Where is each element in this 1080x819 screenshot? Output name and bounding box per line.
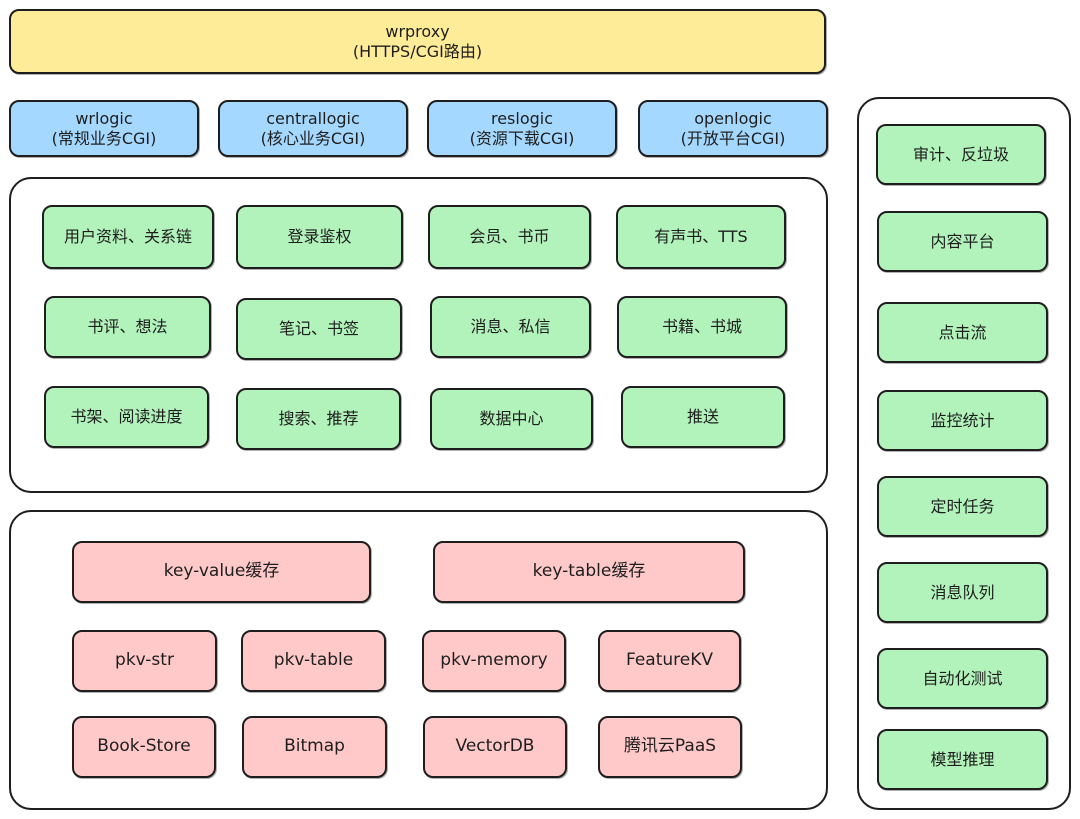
service-box: 登录鉴权 <box>236 205 403 269</box>
storage-box: pkv-table <box>241 630 386 692</box>
logic-box-openlogic: openlogic (开放平台CGI) <box>638 100 828 157</box>
logic-name: openlogic <box>694 108 772 128</box>
logic-desc: (核心业务CGI) <box>260 128 366 148</box>
side-box: 点击流 <box>877 302 1048 363</box>
storage-box: pkv-str <box>72 630 217 692</box>
storage-box: Bitmap <box>242 716 387 778</box>
service-box: 搜索、推荐 <box>236 388 401 450</box>
service-box: 笔记、书签 <box>236 298 402 360</box>
service-box: 数据中心 <box>430 388 593 450</box>
service-box: 推送 <box>621 386 785 448</box>
side-box: 模型推理 <box>877 729 1048 790</box>
service-box: 有声书、TTS <box>616 205 786 269</box>
side-box: 定时任务 <box>877 476 1048 537</box>
logic-box-wrlogic: wrlogic (常规业务CGI) <box>9 100 199 157</box>
side-box: 监控统计 <box>877 390 1048 451</box>
storage-main-box: key-value缓存 <box>72 541 371 603</box>
logic-box-reslogic: reslogic (资源下载CGI) <box>427 100 617 157</box>
logic-name: centrallogic <box>266 108 360 128</box>
side-box: 内容平台 <box>877 211 1048 272</box>
side-box: 审计、反垃圾 <box>876 124 1046 185</box>
logic-desc: (常规业务CGI) <box>51 128 157 148</box>
storage-box: Book-Store <box>72 716 216 778</box>
logic-desc: (资源下载CGI) <box>469 128 575 148</box>
logic-name: reslogic <box>490 108 554 128</box>
wrproxy-name: wrproxy <box>385 21 450 41</box>
storage-box: VectorDB <box>423 716 567 778</box>
storage-box: pkv-memory <box>422 630 566 692</box>
storage-box: FeatureKV <box>598 630 741 692</box>
service-box: 书架、阅读进度 <box>44 386 209 448</box>
side-box: 消息队列 <box>877 562 1048 623</box>
service-box: 用户资料、关系链 <box>42 205 214 269</box>
wrproxy-box: wrproxy (HTTPS/CGI路由) <box>9 9 826 74</box>
service-box: 会员、书币 <box>428 205 591 269</box>
logic-name: wrlogic <box>75 108 133 128</box>
service-box: 书籍、书城 <box>617 296 787 358</box>
service-box: 书评、想法 <box>44 296 211 358</box>
wrproxy-desc: (HTTPS/CGI路由) <box>352 41 483 61</box>
storage-main-box: key-table缓存 <box>433 541 745 603</box>
storage-box: 腾讯云PaaS <box>598 716 742 778</box>
side-box: 自动化测试 <box>877 648 1048 709</box>
logic-box-centrallogic: centrallogic (核心业务CGI) <box>218 100 408 157</box>
logic-desc: (开放平台CGI) <box>680 128 786 148</box>
service-box: 消息、私信 <box>430 296 591 358</box>
